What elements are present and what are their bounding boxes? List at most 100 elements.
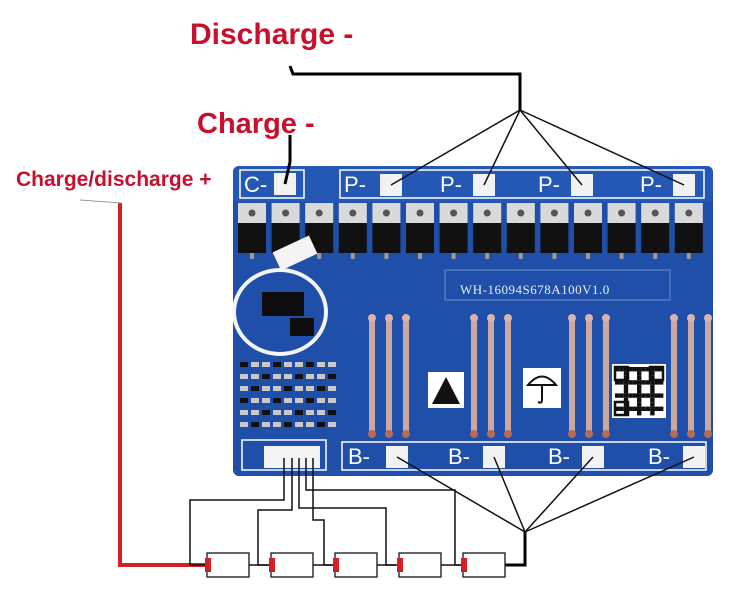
mosfet-hole xyxy=(450,209,458,217)
mosfet-pin xyxy=(384,253,389,259)
mosfet-pin xyxy=(518,253,523,259)
qr-module xyxy=(650,384,655,389)
qr-module xyxy=(637,389,642,394)
mosfet-pin xyxy=(653,253,658,259)
qr-module xyxy=(650,406,655,411)
umbrella-handle xyxy=(537,385,543,404)
balance-cap-bottom xyxy=(687,430,695,438)
qr-module xyxy=(637,393,642,398)
qr-module xyxy=(645,393,651,398)
battery-cell-terminal xyxy=(461,558,467,572)
balance-cap-top xyxy=(670,314,678,322)
smd-part xyxy=(273,362,281,367)
qr-modules xyxy=(613,365,665,417)
pad-p1-label: P- xyxy=(344,172,366,197)
smd-part xyxy=(251,398,259,403)
pad-c-outline xyxy=(239,169,305,199)
qr-module xyxy=(623,397,629,403)
balance-cap-bottom xyxy=(402,430,410,438)
qr-module xyxy=(650,380,655,385)
mosfet-body xyxy=(574,223,602,253)
smd-part xyxy=(284,386,292,391)
battery-cell-terminal xyxy=(333,558,339,572)
qr-module xyxy=(637,397,642,403)
wire-loop xyxy=(232,268,328,356)
balance-resistor xyxy=(705,318,711,434)
pad-b3-label: B- xyxy=(548,444,570,469)
charge-negative-label: Charge - xyxy=(197,108,315,140)
qr-module xyxy=(637,406,642,411)
mosfet-body xyxy=(607,223,636,253)
mosfet-body xyxy=(674,223,703,253)
discharge-negative-label: Discharge - xyxy=(190,18,354,51)
smd-part xyxy=(273,422,281,427)
qr-module xyxy=(628,406,633,411)
smd-part xyxy=(284,422,292,427)
smd-part xyxy=(240,410,248,415)
qr-module xyxy=(650,411,655,416)
fan-top xyxy=(390,109,685,186)
smd-part xyxy=(240,398,248,403)
qr-module xyxy=(628,367,633,372)
qr-module xyxy=(659,393,664,398)
mosfet-hole xyxy=(618,209,626,217)
balance-cap-top xyxy=(602,314,610,322)
smd-part xyxy=(328,386,336,391)
pad-p2-label: P- xyxy=(440,172,462,197)
qr-module xyxy=(623,406,629,411)
mosfet-hole xyxy=(248,209,256,217)
mosfet-hole xyxy=(651,209,659,217)
charge-discharge-positive-label: Charge/discharge + xyxy=(16,168,212,191)
smd-part xyxy=(295,422,303,427)
pad-b2-label: B- xyxy=(448,444,470,469)
mosfet-hole xyxy=(483,209,491,217)
mosfet-pin xyxy=(418,253,422,259)
mosfet-body xyxy=(473,223,502,253)
smd-part xyxy=(328,398,336,403)
board-model-text: WH-16094S678A100V1.0 xyxy=(460,282,610,297)
qr-module xyxy=(637,371,642,376)
battery-cell-terminal xyxy=(269,558,275,572)
smd-part xyxy=(262,410,270,415)
balance-cap-top xyxy=(385,314,393,322)
qr-module xyxy=(615,367,620,372)
smd-part xyxy=(328,422,336,427)
battery-cell-terminal xyxy=(205,558,211,572)
mosfet-pin xyxy=(485,253,490,259)
qr-module xyxy=(650,371,655,376)
qr-module xyxy=(623,375,629,381)
qr-module xyxy=(632,406,637,411)
wire-charge xyxy=(283,135,292,185)
smd-part xyxy=(251,422,259,427)
balance-cap-bottom xyxy=(470,430,478,438)
pad-b4-label: B- xyxy=(648,444,670,469)
mosfet-pin xyxy=(250,253,254,259)
mosfet-body xyxy=(540,223,569,253)
qr-module xyxy=(659,367,664,372)
battery-cell xyxy=(334,552,378,578)
mosfet-hole xyxy=(349,209,357,217)
balance-resistor xyxy=(471,318,477,434)
qr-module xyxy=(619,367,624,372)
qr-module xyxy=(615,406,620,411)
qr-module xyxy=(619,406,624,411)
qr-module xyxy=(628,393,633,398)
smd-part xyxy=(295,362,303,367)
smd-part xyxy=(240,362,248,367)
smd-part xyxy=(317,410,325,415)
mosfet-hole xyxy=(416,209,424,217)
qr-module xyxy=(645,367,651,372)
balance-cap-bottom xyxy=(368,430,376,438)
qr-finder xyxy=(613,400,630,417)
connector-block xyxy=(272,235,318,271)
qr-module xyxy=(628,380,633,385)
mosfet-hole xyxy=(382,209,390,217)
balance-resistor xyxy=(505,318,511,434)
smd-part xyxy=(284,362,292,367)
smd-part xyxy=(273,410,281,415)
balance-resistor xyxy=(586,318,592,434)
fan-bottom xyxy=(396,456,695,533)
smd-part xyxy=(306,422,314,427)
smd-part xyxy=(317,422,325,427)
mosfet-body xyxy=(439,223,468,253)
